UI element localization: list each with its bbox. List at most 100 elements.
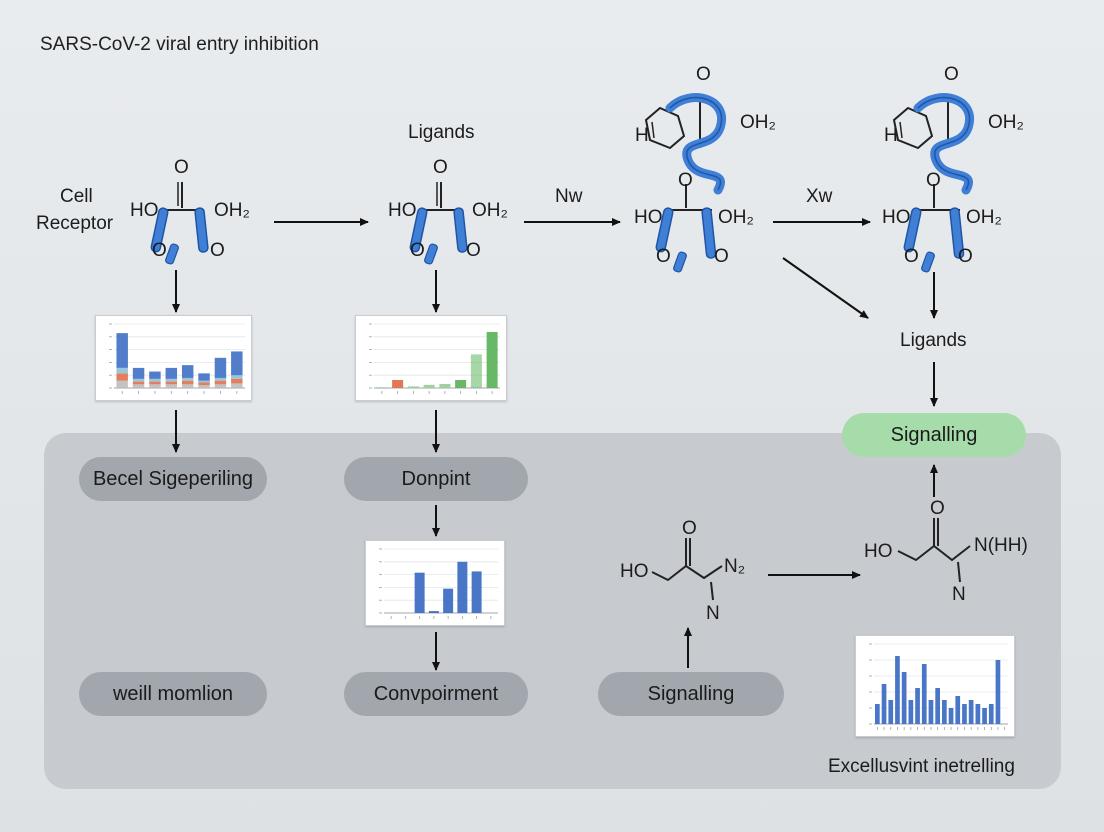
bar-segment xyxy=(198,373,210,381)
m1-o-bl: O xyxy=(152,240,167,261)
bar xyxy=(962,704,967,724)
chart-stacked-bars xyxy=(95,315,252,401)
m3-ho: HO xyxy=(634,207,663,228)
m6-ho: HO xyxy=(864,541,893,562)
bar xyxy=(414,572,425,613)
bar xyxy=(901,672,907,724)
bar xyxy=(968,700,974,724)
bar xyxy=(915,688,920,724)
m1-oh2: OH₂ xyxy=(214,200,250,221)
m6-o: O xyxy=(930,498,945,519)
m4-oh2-top: OH₂ xyxy=(988,112,1024,133)
bar-segment xyxy=(132,378,145,382)
bar-segment xyxy=(116,367,128,374)
bar xyxy=(928,700,934,724)
m2-ho: HO xyxy=(388,200,417,221)
bar-segment xyxy=(149,384,161,388)
nw-label: Nw xyxy=(555,186,583,207)
m2-o-bl: O xyxy=(410,240,425,261)
m4-o-br: O xyxy=(958,246,973,267)
bar-segment xyxy=(181,365,194,378)
m5-ho: HO xyxy=(620,561,649,582)
pill-signalling-bottom: Signalling xyxy=(598,672,784,716)
bar-segment xyxy=(132,384,145,388)
cell-label: Cell xyxy=(60,186,93,207)
bar xyxy=(428,611,439,613)
molecule-5 xyxy=(651,538,723,601)
bar xyxy=(376,387,388,388)
m1-o-br: O xyxy=(210,240,225,261)
bar xyxy=(457,561,468,613)
excellusvint-label: Excellusvint inetrelling xyxy=(828,756,1015,777)
pill-signalling-green: Signalling xyxy=(842,413,1026,457)
molecule-6 xyxy=(897,518,971,583)
bar xyxy=(486,332,498,388)
bar xyxy=(995,660,1001,724)
m1-o-top: O xyxy=(174,157,189,178)
bar-segment xyxy=(181,380,194,385)
bar-segment xyxy=(132,381,145,385)
bar xyxy=(875,704,880,724)
bar xyxy=(471,571,482,613)
arrow-diagonal-to-ligands xyxy=(782,257,869,319)
bar xyxy=(935,688,940,724)
molecule-4 xyxy=(892,93,975,273)
bar-segment xyxy=(149,381,161,385)
bar-segment xyxy=(165,367,178,379)
bar xyxy=(982,708,987,724)
m4-oh2: OH₂ xyxy=(966,207,1002,228)
bar-segment xyxy=(214,384,227,388)
m5-n2: N₂ xyxy=(724,556,746,577)
bar-segment xyxy=(214,380,227,385)
bar xyxy=(955,696,961,724)
m1-ho: HO xyxy=(130,200,159,221)
bar-segment xyxy=(116,380,128,388)
chart-green-bars xyxy=(355,315,507,401)
m3-h: H xyxy=(635,125,649,146)
bar-segment xyxy=(165,384,178,388)
m5-o: O xyxy=(682,518,697,539)
bar-segment xyxy=(132,367,145,379)
pill-becel: Becel Sigeperiling xyxy=(79,457,267,501)
receptor-label: Receptor xyxy=(36,213,114,234)
chart-many-bars xyxy=(855,635,1015,737)
bar xyxy=(455,380,467,388)
bar xyxy=(392,380,404,388)
bar-segment xyxy=(198,382,210,386)
bar xyxy=(975,704,981,724)
molecule-2 xyxy=(409,182,468,265)
bar-segment xyxy=(149,371,161,379)
bar xyxy=(921,664,927,724)
bar xyxy=(439,384,451,388)
bar xyxy=(407,386,419,388)
bar-segment xyxy=(149,378,161,382)
bar-segment xyxy=(231,375,243,379)
m4-o-top: O xyxy=(944,64,959,85)
bar-segment xyxy=(116,333,128,368)
bar-segment xyxy=(181,377,194,381)
m2-oh2: OH₂ xyxy=(472,200,508,221)
diagram-title: SARS-CoV-2 viral entry inhibition xyxy=(40,34,319,55)
bar-segment xyxy=(116,373,128,381)
m2-o-br: O xyxy=(466,240,481,261)
bar xyxy=(888,700,894,724)
m3-o-bl: O xyxy=(656,246,671,267)
bar-segment xyxy=(181,384,194,388)
bar xyxy=(908,700,914,724)
pill-donpint: Donpint xyxy=(344,457,528,501)
bar xyxy=(988,704,994,724)
bar-segment xyxy=(165,378,178,382)
m3-o-mid: O xyxy=(678,170,693,191)
bar-segment xyxy=(214,357,227,378)
bar-segment xyxy=(231,383,243,388)
bar-segment xyxy=(231,351,243,376)
pill-weill: weill momlion xyxy=(79,672,267,716)
molecule-3 xyxy=(644,93,727,273)
molecule-1 xyxy=(150,182,209,265)
bar xyxy=(942,700,947,724)
m4-ho: HO xyxy=(882,207,911,228)
ligands-right-label: Ligands xyxy=(900,330,967,351)
m6-n: N xyxy=(952,584,966,605)
m3-oh2-top: OH₂ xyxy=(740,112,776,133)
